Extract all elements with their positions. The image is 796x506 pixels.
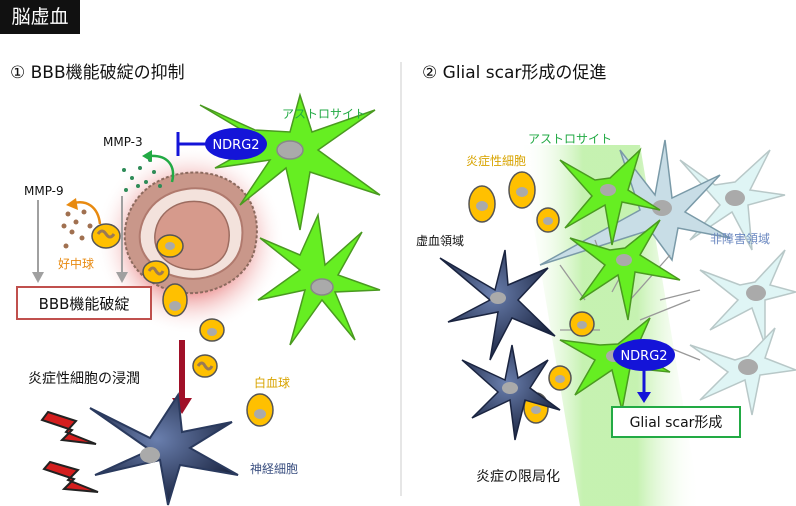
infiltration-label: 炎症性細胞の浸潤: [28, 371, 140, 387]
damage-bolt-icon: [40, 410, 97, 445]
mmp-effect-arrows: [32, 196, 128, 283]
neutrophil-cell: [91, 223, 121, 249]
ischemic-area-label: 虚血領域: [416, 234, 465, 248]
leukocytes-right: [468, 171, 595, 424]
ndrg2-label-right: NDRG2: [620, 349, 667, 364]
non-injured-area-label: 非障害領域: [710, 232, 771, 246]
mmp9-label: MMP-9: [24, 184, 64, 198]
leukocyte-label: 白血球: [254, 376, 291, 390]
mmp3-particles: [122, 158, 162, 192]
localization-label: 炎症の限局化: [476, 469, 560, 485]
bbb-breakdown-box: BBB機能破綻: [16, 286, 152, 320]
ndrg2-label-left: NDRG2: [212, 138, 259, 153]
glial-scar-label: Glial scar形成: [629, 415, 723, 431]
leukocytes-left: [142, 234, 274, 427]
page-title: 脳虚血: [0, 0, 80, 34]
bbb-breakdown-label: BBB機能破綻: [38, 294, 130, 313]
inflammatory-cells-label: 炎症性細胞: [466, 154, 527, 168]
neurons-right: [439, 249, 561, 441]
ndrg2-badge-left: [205, 128, 267, 160]
mmp9-particles: [61, 209, 93, 249]
astrocyte-left-lower: [257, 212, 381, 346]
damage-bolt-icon: [42, 460, 99, 493]
mmp3-release-arrow: [149, 154, 175, 183]
neutrophil-label: 好中球: [58, 257, 95, 271]
left-panel-title: ① BBB機能破綻の抑制: [10, 63, 185, 83]
right-panel-title: ② Glial scar形成の促進: [422, 63, 607, 83]
astrocytes-right: [559, 147, 681, 411]
mmp3-arrow-head: [142, 150, 152, 162]
mmp9-arrow-head: [66, 198, 78, 210]
ndrg2-arrow-right-head: [637, 392, 651, 403]
mmp3-label: MMP-3: [103, 135, 143, 149]
ndrg2-badge-right: [613, 339, 675, 371]
astrocyte-label-right: アストロサイト: [528, 132, 613, 146]
mmp9-release-arrow: [73, 201, 102, 225]
glial-scar-box: Glial scar形成: [611, 406, 741, 438]
neuron-label: 神経細胞: [250, 462, 299, 476]
neuron-left: [89, 392, 239, 506]
astrocyte-label-left: アストロサイト: [282, 107, 367, 121]
